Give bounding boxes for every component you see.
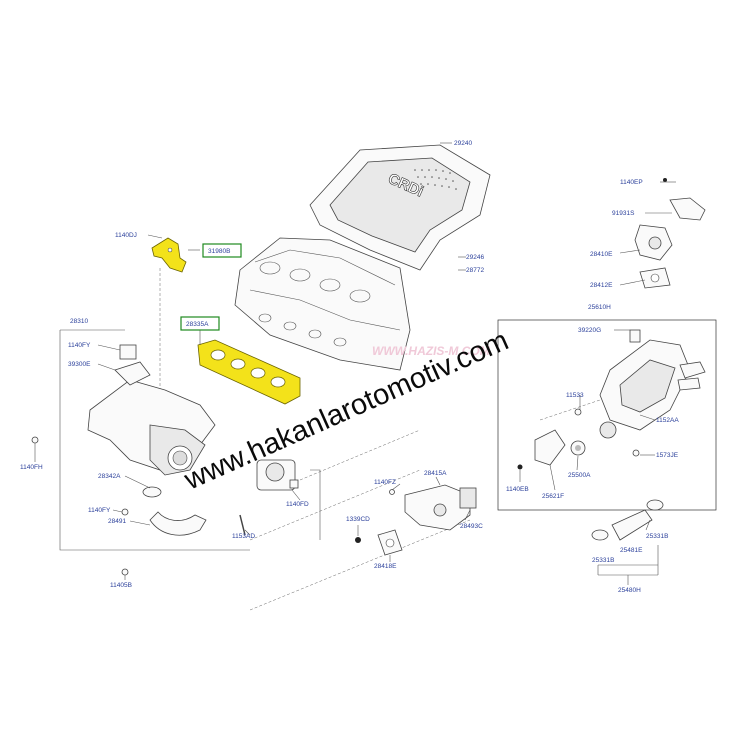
label-31980B: 31980B: [208, 248, 230, 255]
label-1140EP: 1140EP: [620, 179, 643, 186]
label-91931S: 91931S: [612, 210, 635, 217]
label-25331B-b: 25331B: [592, 557, 614, 564]
label-1140FD: 1140FD: [286, 501, 309, 508]
label-39220G: 39220G: [578, 327, 601, 334]
egr-parts-right-top: [634, 178, 706, 289]
leader-lines: [34, 142, 676, 580]
label-28772: 28772: [466, 267, 484, 274]
label-25481E: 25481E: [620, 547, 643, 554]
callout-31980B: 31980B: [202, 243, 242, 258]
engine-cover-part: CRDi: [309, 144, 491, 271]
hose-group-bracket: [597, 545, 659, 585]
intake-manifold-part: [31, 344, 299, 576]
manifold-group-box: [59, 329, 321, 551]
label-1573JE: 1573JE: [656, 452, 679, 459]
label-28412E: 28412E: [590, 282, 613, 289]
label-39300E: 39300E: [68, 361, 91, 368]
cylinder-head-part: [234, 237, 411, 371]
label-1339CD: 1339CD: [346, 516, 370, 523]
label-25331B-a: 25331B: [646, 533, 668, 540]
label-28342A: 28342A: [98, 473, 121, 480]
label-1140FY-a: 1140FY: [68, 342, 91, 349]
label-1152AA: 1152AA: [656, 417, 679, 424]
label-1140FH: 1140FH: [20, 464, 43, 471]
label-11533: 11533: [566, 392, 584, 399]
label-1153AD: 1153AD: [232, 533, 255, 540]
label-28418E: 28418E: [374, 563, 397, 570]
label-1140FY-b: 1140FY: [88, 507, 111, 514]
label-25480H: 25480H: [618, 587, 641, 594]
label-25500A: 25500A: [568, 472, 591, 479]
watermark-secondary: WWW.HAZIS-M.COM: [372, 344, 491, 358]
thermostat-group-box: [497, 319, 717, 511]
egr-valve-part: [355, 484, 477, 556]
callout-28335A: 28335A: [180, 316, 220, 331]
label-29246: 29246: [466, 254, 484, 261]
label-28310: 28310: [70, 318, 88, 325]
label-28415A: 28415A: [424, 470, 447, 477]
thermostat-housing-part: [517, 329, 706, 470]
label-28491: 28491: [108, 518, 126, 525]
label-25621F: 25621F: [542, 493, 564, 500]
label-28410E: 28410E: [590, 251, 613, 258]
label-11405B: 11405B: [110, 582, 132, 589]
hose-group-part: [591, 499, 664, 541]
label-28335A: 28335A: [186, 321, 209, 328]
label-29240: 29240: [454, 140, 472, 147]
label-1140EB: 1140EB: [506, 486, 529, 493]
bracket-31980B-part: [151, 237, 187, 273]
label-1140DJ: 1140DJ: [115, 232, 137, 239]
part-labels: 29240 1140EP 91931S 28410E 28412E 25610H…: [20, 140, 679, 594]
label-28493C: 28493C: [460, 523, 483, 530]
label-1140FZ: 1140FZ: [374, 479, 396, 486]
gasket-28335A-part: [197, 339, 301, 405]
label-25610H: 25610H: [588, 304, 611, 311]
